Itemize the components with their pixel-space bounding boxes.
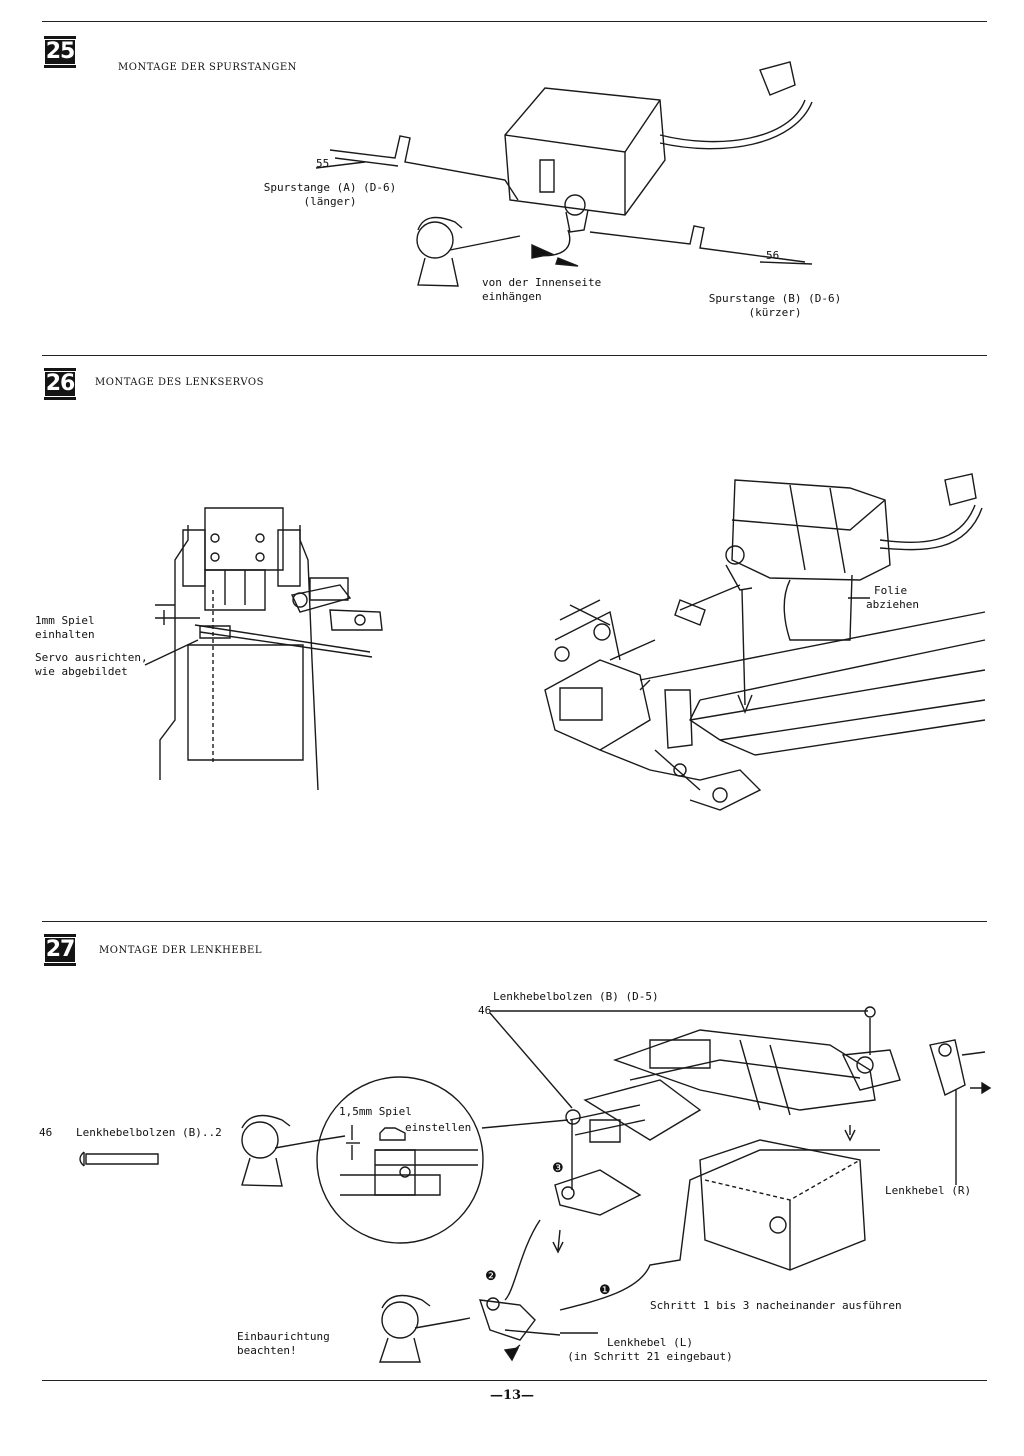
detail-line1: 1,5mm Spiel (339, 1105, 412, 1118)
align-note-line1: Servo ausrichten, (35, 651, 148, 664)
rod-b-name: Spurstange (B) (D-6) (708, 292, 842, 305)
bottom-rule (42, 1380, 987, 1381)
step-26-title: MONTAGE DES LENKSERVOS (95, 377, 264, 388)
align-note: Servo ausrichten, wie abgebildet (35, 651, 148, 679)
foil-note-line2: abziehen (866, 598, 919, 611)
marker-3: ❸ (552, 1161, 564, 1176)
foil-note: Folie abziehen (866, 584, 919, 612)
hook-note-line1: von der Innenseite (482, 276, 602, 289)
foil-note-line1: Folie (874, 584, 908, 597)
hook-note: von der Innenseite einhängen (482, 276, 601, 304)
step-27-title: MONTAGE DER LENKHEBEL (99, 945, 262, 956)
rod-a-name: Spurstange (A) (D-6) (263, 181, 397, 194)
parts-num: 46 (39, 1126, 53, 1139)
marker-2: ❷ (485, 1269, 497, 1284)
step-25-title: MONTAGE DER SPURSTANGEN (118, 62, 297, 73)
step-26-badge: 26 (43, 368, 77, 400)
align-note-line2: wie abgebildet (35, 665, 128, 678)
marker-1: ❶ (599, 1283, 611, 1298)
rod-b-note: (kürzer) (748, 306, 802, 319)
step-25-badge: 25 (43, 36, 77, 68)
bolt-num: 46 (478, 1004, 492, 1017)
lever-r-label: Lenkhebel (R) (885, 1184, 972, 1197)
hook-note-line2: einhängen (482, 290, 542, 303)
play-note-line1: 1mm Spiel (35, 614, 95, 627)
part-55-label: 55 (316, 157, 330, 170)
lever-l-name: Lenkhebel (L) (606, 1336, 694, 1349)
page-number: —13— (489, 1388, 535, 1403)
lever-l-note: (in Schritt 21 eingebaut) (567, 1350, 733, 1363)
bolt-title: Lenkhebelbolzen (B) (D-5) (493, 990, 659, 1003)
direction-line1: Einbaurichtung (237, 1330, 330, 1343)
sequence-note: Schritt 1 bis 3 nacheinander ausführen (650, 1299, 902, 1312)
direction-line2: beachten! (237, 1344, 297, 1357)
top-rule (42, 21, 987, 22)
step-27-badge: 27 (43, 934, 77, 966)
parts-name: Lenkhebelbolzen (B)..2 (76, 1126, 222, 1139)
play-note: 1mm Spiel einhalten (35, 614, 95, 642)
section-rule-27 (42, 921, 987, 922)
part-56-label: 56 (766, 249, 780, 262)
rod-b-label: Spurstange (B) (D-6) (kürzer) (695, 292, 855, 320)
rod-a-label: Spurstange (A) (D-6) (länger) (255, 181, 405, 209)
section-rule-26 (42, 355, 987, 356)
detail-line2: einstellen (405, 1121, 472, 1134)
play-note-line2: einhalten (35, 628, 95, 641)
rod-a-note: (länger) (303, 195, 357, 208)
lever-l-label: Lenkhebel (L) (in Schritt 21 eingebaut) (555, 1336, 745, 1364)
direction-note: Einbaurichtung beachten! (237, 1330, 330, 1358)
